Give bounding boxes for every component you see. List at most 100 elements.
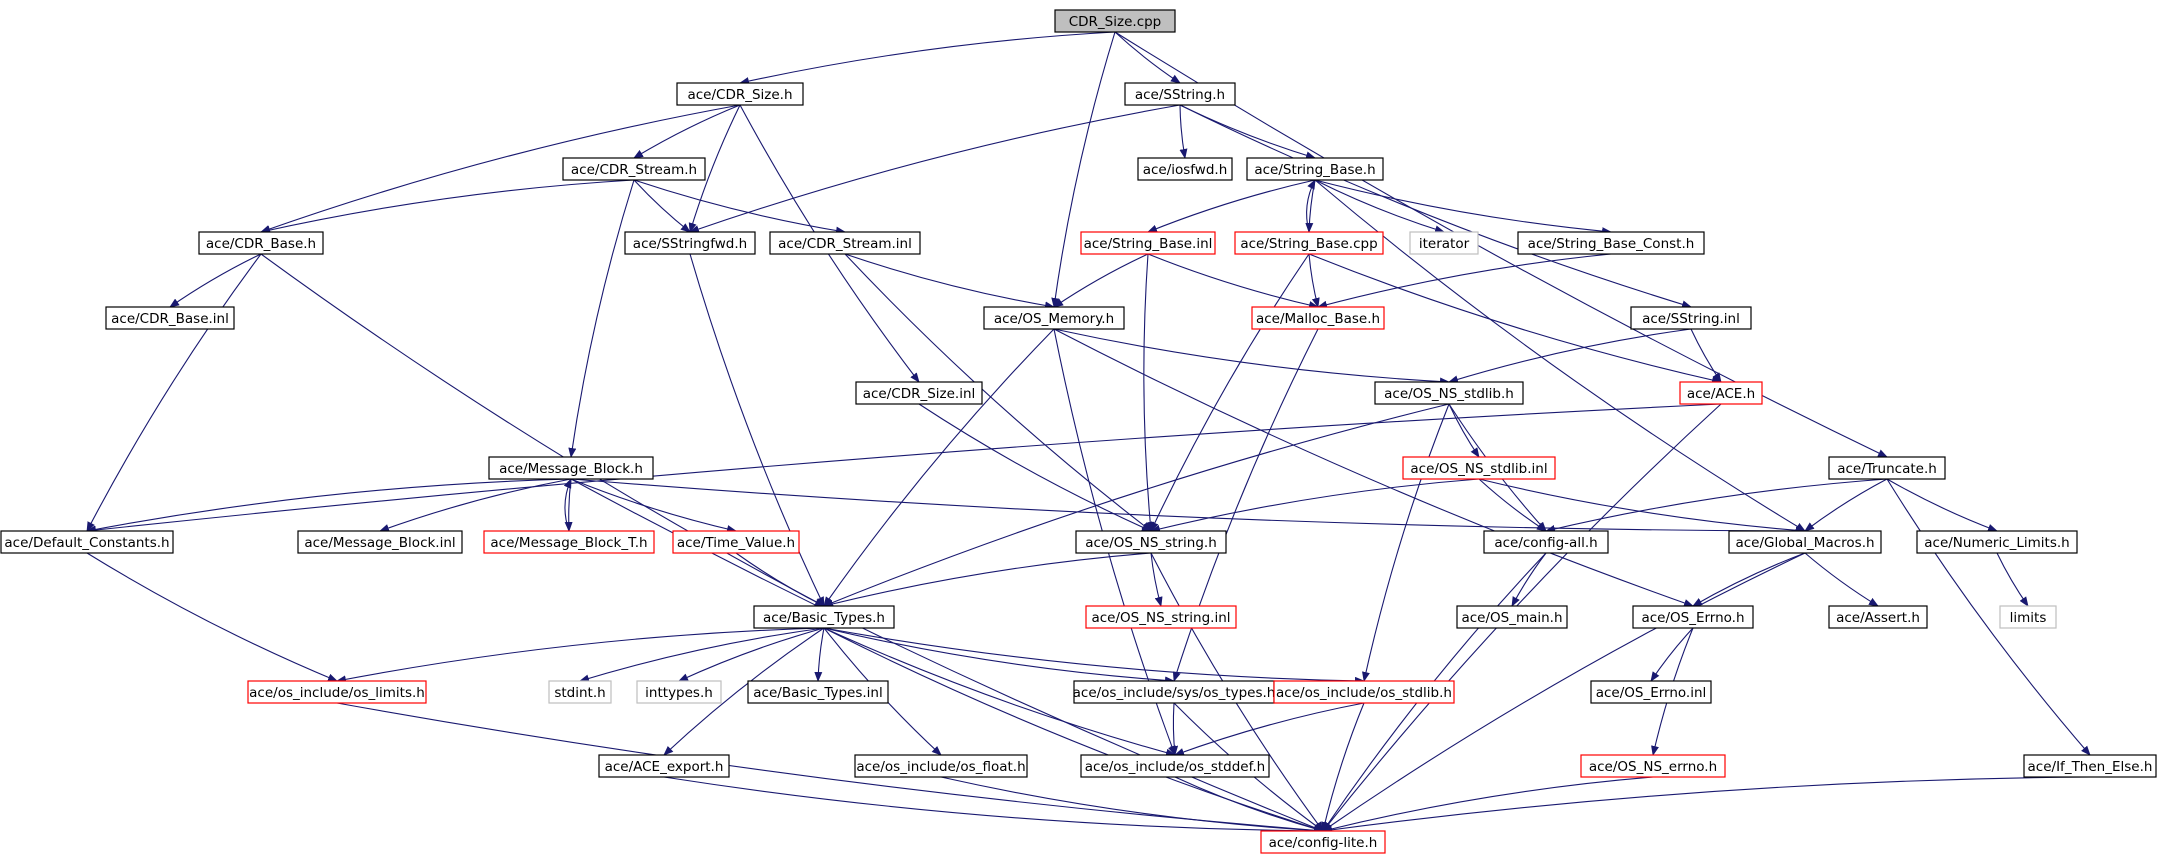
node-label: ace/config-lite.h <box>1269 835 1378 851</box>
node-ace_export_h[interactable]: ace/ACE_export.h <box>598 754 730 778</box>
node-sstring_inl[interactable]: ace/SString.inl <box>1630 306 1752 330</box>
node-os_errno_h[interactable]: ace/OS_Errno.h <box>1632 605 1754 629</box>
node-box <box>1402 456 1556 480</box>
node-box <box>297 530 463 554</box>
edge-global_macros_h-to-assert_h <box>1804 552 1879 607</box>
node-string_base_inl[interactable]: ace/String_Base.inl <box>1080 231 1216 255</box>
node-os_ns_stdlib_inl[interactable]: ace/OS_NS_stdlib.inl <box>1402 456 1556 480</box>
node-os_float_h[interactable]: ace/os_include/os_float.h <box>854 754 1028 778</box>
node-box <box>548 680 612 704</box>
node-os_ns_string_h[interactable]: ace/OS_NS_string.h <box>1075 530 1227 554</box>
node-label: ace/Numeric_Limits.h <box>1924 535 2069 551</box>
node-os_ns_errno_h[interactable]: ace/OS_NS_errno.h <box>1580 754 1726 778</box>
edge-os_float_h-to-config_lite_h <box>940 776 1324 835</box>
node-cdr_size_cpp[interactable]: CDR_Size.cpp <box>1054 9 1176 33</box>
edge-cdr_stream_inl-to-os_ns_string_h <box>844 253 1152 532</box>
node-cdr_base_inl[interactable]: ace/CDR_Base.inl <box>105 306 235 330</box>
node-os_stdlib_h[interactable]: ace/os_include/os_stdlib.h <box>1273 680 1455 704</box>
edge-message_block_t_h-to-message_block_h <box>563 478 572 532</box>
node-iosfwd_h[interactable]: ace/iosfwd.h <box>1137 157 1233 181</box>
node-default_constants_h[interactable]: ace/Default_Constants.h <box>0 530 174 554</box>
edge-truncate_h-to-config_all_h <box>1545 478 1888 533</box>
node-cdr_size_h[interactable]: ace/CDR_Size.h <box>676 82 804 106</box>
node-cdr_size_inl[interactable]: ace/CDR_Size.inl <box>855 381 983 405</box>
node-sstring_h[interactable]: ace/SString.h <box>1124 82 1236 106</box>
node-malloc_base_h[interactable]: ace/Malloc_Base.h <box>1251 306 1385 330</box>
node-label: ace/os_include/os_stdlib.h <box>1276 685 1452 701</box>
node-box <box>1456 605 1568 629</box>
node-label: ace/Malloc_Base.h <box>1256 311 1380 327</box>
edge-os_ns_stdlib_h-to-basic_types_h <box>823 403 1450 607</box>
node-box <box>488 456 654 480</box>
edge-malloc_base_h-to-os_types_h <box>1172 328 1319 682</box>
edge-string_base_h-to-string_base_const_h <box>1314 179 1612 236</box>
node-limits[interactable]: limits <box>1999 605 2057 629</box>
edge-os_ns_string_h-to-basic_types_h <box>823 552 1152 608</box>
node-os_limits_h[interactable]: ace/os_include/os_limits.h <box>247 680 427 704</box>
node-box <box>1483 530 1609 554</box>
node-iterator[interactable]: iterator <box>1409 231 1479 255</box>
node-global_macros_h[interactable]: ace/Global_Macros.h <box>1728 530 1882 554</box>
node-basic_types_inl[interactable]: ace/Basic_Types.inl <box>747 680 889 704</box>
node-numeric_limits_h[interactable]: ace/Numeric_Limits.h <box>1916 530 2078 554</box>
node-message_block_inl[interactable]: ace/Message_Block.inl <box>297 530 463 554</box>
node-assert_h[interactable]: ace/Assert.h <box>1828 605 1928 629</box>
node-label: ace/If_Then_Else.h <box>2028 759 2153 775</box>
node-string_base_h[interactable]: ace/String_Base.h <box>1246 157 1384 181</box>
node-os_ns_stdlib_h[interactable]: ace/OS_NS_stdlib.h <box>1374 381 1524 405</box>
edge-cdr_stream_h-to-sstringfwd_h <box>633 179 691 233</box>
node-box <box>1251 306 1385 330</box>
node-message_block_t_h[interactable]: ace/Message_Block_T.h <box>483 530 655 554</box>
edge-message_block_h-to-message_block_inl <box>379 478 572 532</box>
node-string_base_cpp[interactable]: ace/String_Base.cpp <box>1234 231 1384 255</box>
edge-os_memory_h-to-os_errno_h <box>1053 328 1694 607</box>
node-message_block_h[interactable]: ace/Message_Block.h <box>488 456 654 480</box>
edge-basic_types_h-to-os_limits_h <box>336 627 825 684</box>
node-box <box>562 157 706 181</box>
edge-string_base_const_h-to-malloc_base_h <box>1317 253 1612 309</box>
edge-global_macros_h-to-os_errno_h <box>1692 552 1806 607</box>
node-ace_h[interactable]: ace/ACE.h <box>1679 381 1763 405</box>
node-os_ns_string_inl[interactable]: ace/OS_NS_string.inl <box>1085 605 1237 629</box>
node-basic_types_h[interactable]: ace/Basic_Types.h <box>753 605 895 629</box>
node-truncate_h[interactable]: ace/Truncate.h <box>1828 456 1946 480</box>
edge-config_all_h-to-os_main_h <box>1511 552 1547 607</box>
node-box <box>247 680 427 704</box>
node-sstringfwd_h[interactable]: ace/SStringfwd.h <box>624 231 756 255</box>
edge-message_block_h-to-message_block_t_h <box>564 478 573 532</box>
node-layer: CDR_Size.cpp ace/CDR_Size.h ace/SString.h a… <box>0 9 2157 854</box>
node-string_base_const_h[interactable]: ace/String_Base_Const.h <box>1517 231 1705 255</box>
node-cdr_stream_h[interactable]: ace/CDR_Stream.h <box>562 157 706 181</box>
node-cdr_base_h[interactable]: ace/CDR_Base.h <box>198 231 324 255</box>
node-label: iterator <box>1419 236 1470 252</box>
node-inttypes_h[interactable]: inttypes.h <box>636 680 722 704</box>
edge-message_block_h-to-time_value_h <box>570 478 737 533</box>
edge-basic_types_h-to-os_types_h <box>823 627 1175 685</box>
node-config_all_h[interactable]: ace/config-all.h <box>1483 530 1609 554</box>
node-label: ace/String_Base.cpp <box>1240 236 1377 252</box>
node-label: inttypes.h <box>645 685 713 701</box>
edge-truncate_h-to-global_macros_h <box>1804 478 1888 532</box>
node-os_types_h[interactable]: ace/os_include/sys/os_types.h <box>1073 680 1276 704</box>
node-cdr_stream_inl[interactable]: ace/CDR_Stream.inl <box>769 231 921 255</box>
edge-cdr_size_cpp-to-sstring_h <box>1114 31 1181 84</box>
node-os_stddef_h[interactable]: ace/os_include/os_stddef.h <box>1080 754 1270 778</box>
edge-layer <box>86 31 2091 835</box>
node-box <box>1374 381 1524 405</box>
node-config_lite_h[interactable]: ace/config-lite.h <box>1260 830 1386 854</box>
node-os_main_h[interactable]: ace/OS_main.h <box>1456 605 1568 629</box>
node-os_errno_inl[interactable]: ace/OS_Errno.inl <box>1590 680 1712 704</box>
node-label: ace/SString.inl <box>1642 311 1740 327</box>
node-if_then_else_h[interactable]: ace/If_Then_Else.h <box>2023 754 2157 778</box>
node-stdint_h[interactable]: stdint.h <box>548 680 612 704</box>
edge-string_base_h-to-iterator <box>1314 179 1445 234</box>
node-os_memory_h[interactable]: ace/OS_Memory.h <box>983 306 1125 330</box>
edge-basic_types_h-to-os_stddef_h <box>823 627 1176 757</box>
node-time_value_h[interactable]: ace/Time_Value.h <box>672 530 800 554</box>
edge-os_ns_errno_h-to-config_lite_h <box>1322 776 1654 833</box>
edge-cdr_size_h-to-sstringfwd_h <box>688 104 741 233</box>
node-box <box>769 231 921 255</box>
node-box <box>636 680 722 704</box>
edge-string_base_cpp-to-malloc_base_h <box>1308 253 1320 308</box>
edge-os_ns_stdlib_h-to-os_ns_stdlib_inl <box>1448 403 1480 458</box>
